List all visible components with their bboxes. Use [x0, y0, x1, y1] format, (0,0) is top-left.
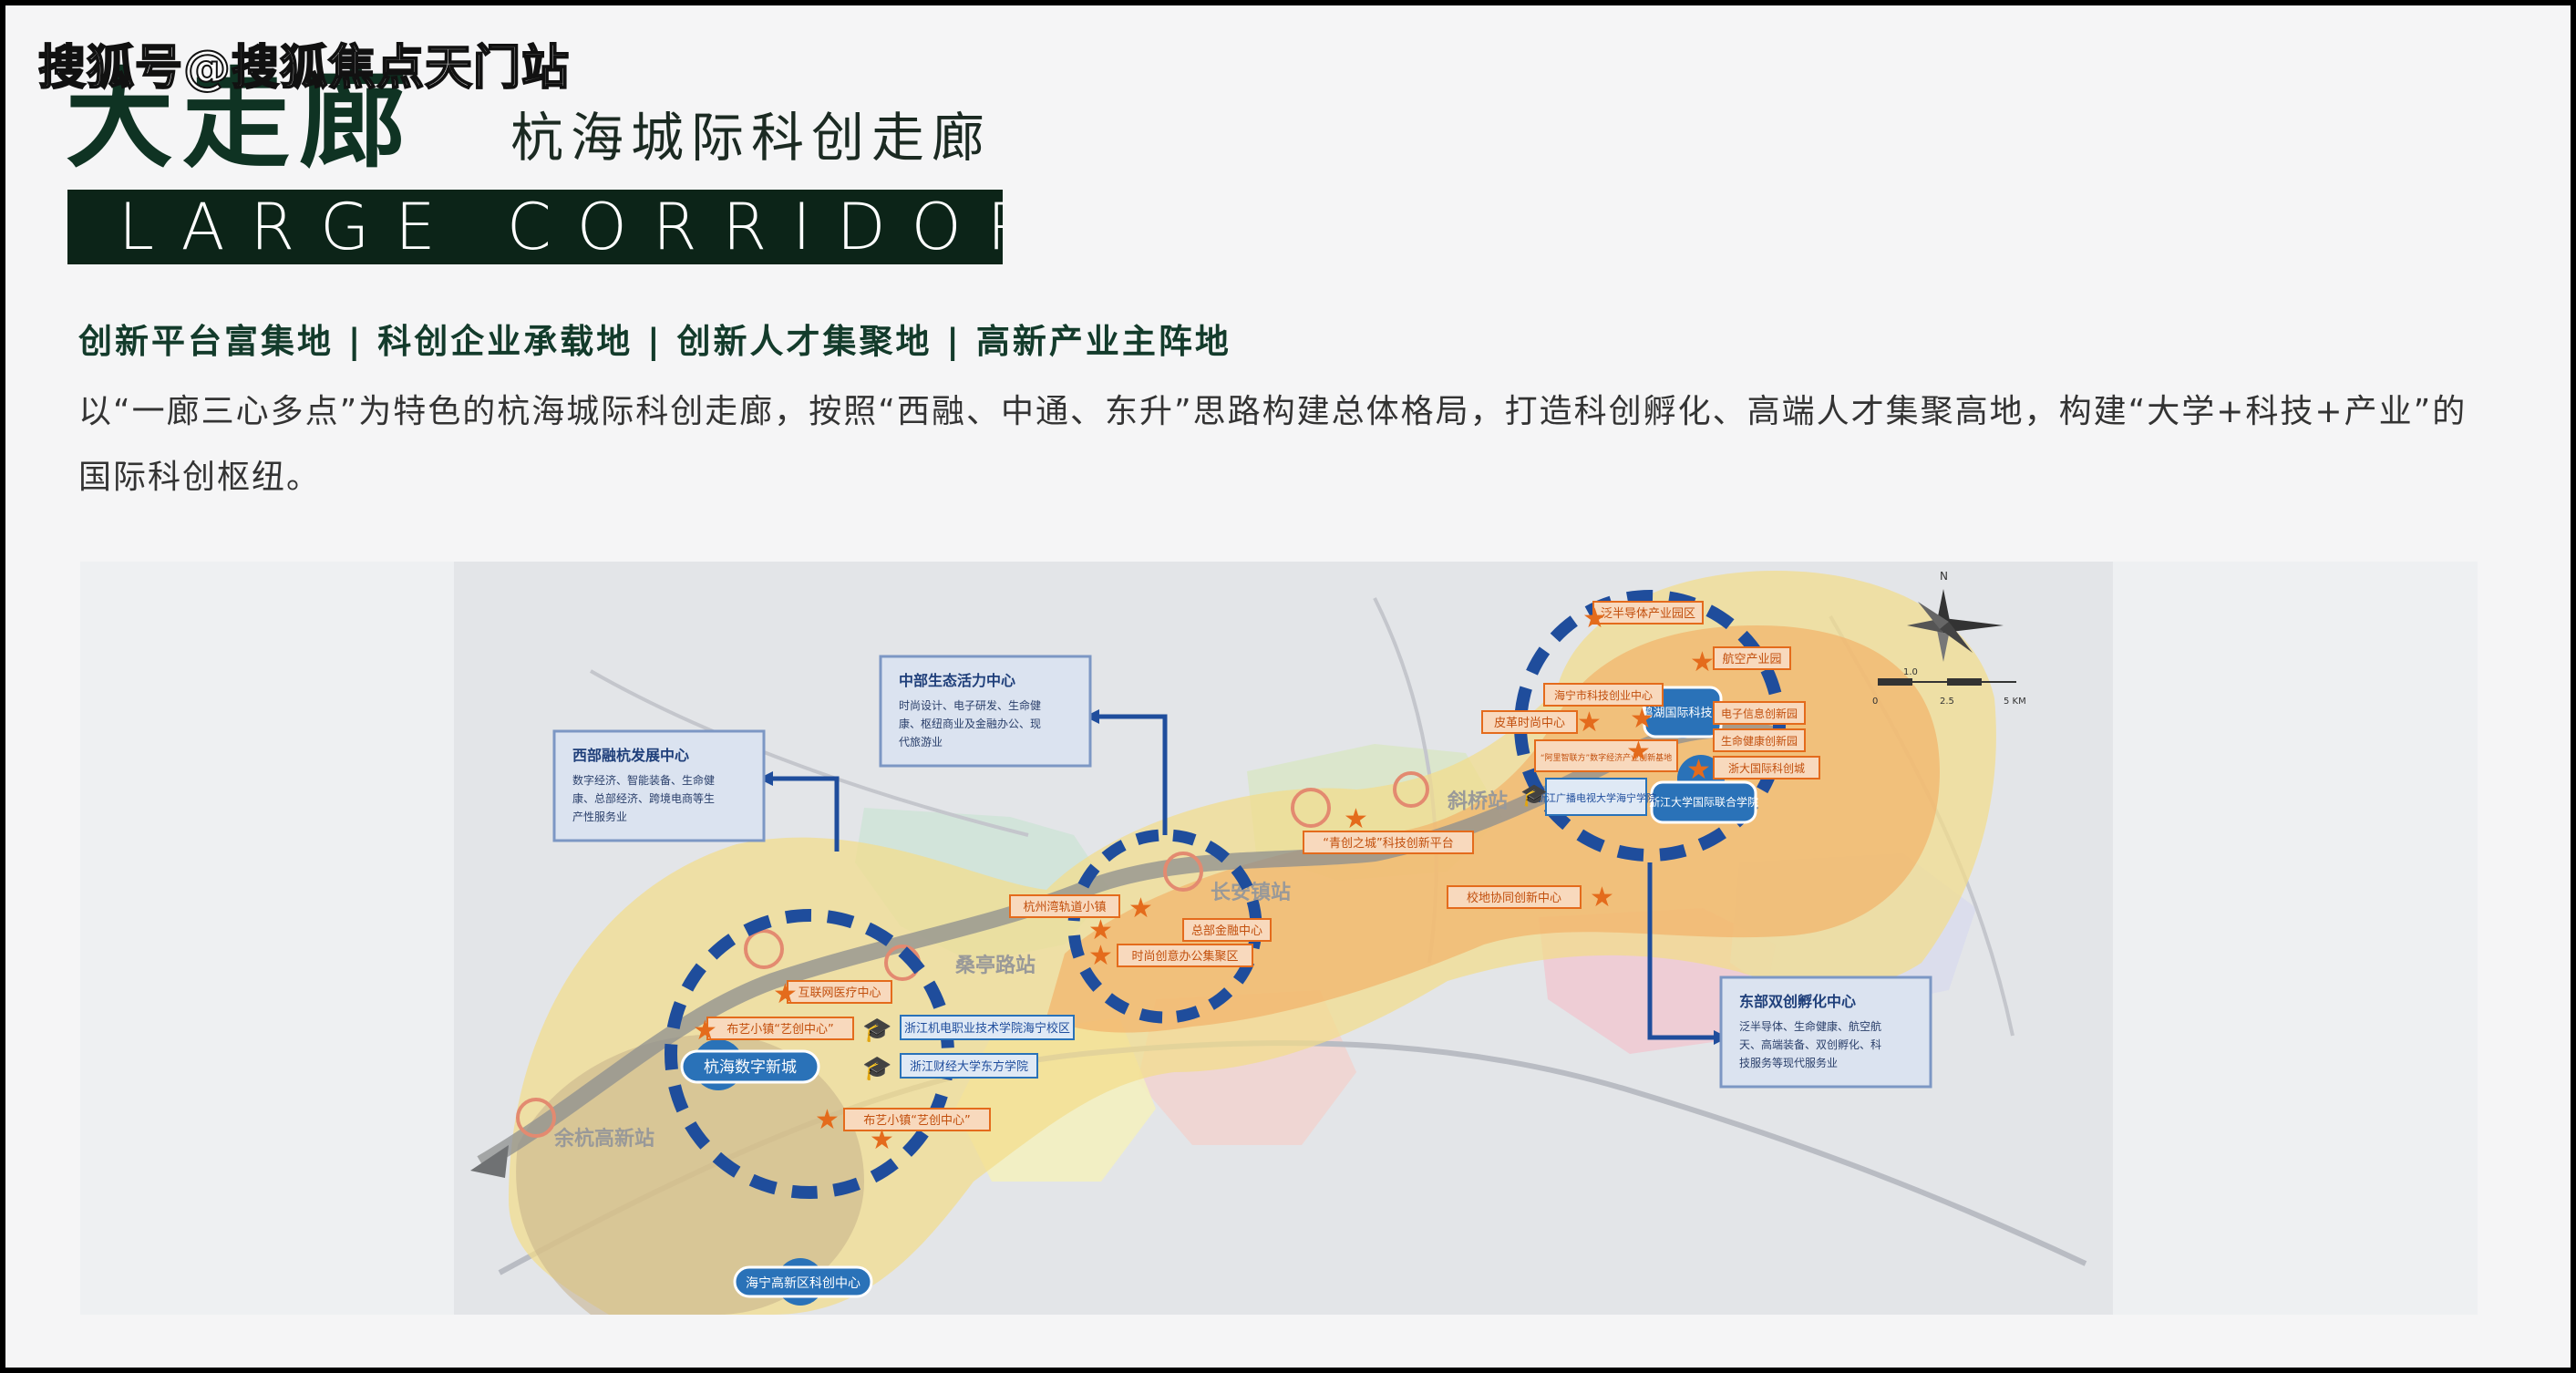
blue-label: 海宁高新区科创中心	[746, 1275, 860, 1291]
star-icon: ★	[1690, 646, 1715, 678]
orange-label: 布艺小镇“艺创中心”	[726, 1023, 833, 1037]
star-icon: ★	[1582, 603, 1607, 635]
center-desc-line: 天、高端装备、双创孵化、科	[1739, 1037, 1881, 1051]
corridor-map: 余杭高新站 桑亭路站 斜桥站 长安镇站 杭海数字新城 海宁高新区科创中心 鹃湖国…	[80, 562, 2478, 1315]
compass-north: N	[1940, 570, 1948, 583]
center-desc-line: 泛半导体、生命健康、航空航	[1739, 1019, 1881, 1033]
graduation-cap-icon: 🎓	[1520, 782, 1548, 808]
center-desc-line: 代旅游业	[899, 736, 943, 748]
blue-label: 杭海数字新城	[704, 1058, 797, 1077]
graduation-cap-icon: 🎓	[862, 1017, 891, 1044]
station-label: 斜桥站	[1447, 790, 1508, 813]
description: 以“一廊三心多点”为特色的杭海城际科创走廊，按照“西融、中通、东升”思路构建总体…	[78, 393, 2468, 496]
center-box-east: 东部双创孵化中心 泛半导体、生命健康、航空航 天、高端装备、双创孵化、科 技服务…	[1719, 976, 1932, 1089]
orange-label: 航空产业园	[1722, 652, 1781, 666]
blue-label-group: 杭海数字新城 海宁高新区科创中心 鹃湖国际科技城 浙江大学国际联合学院 浙江广播…	[680, 686, 1758, 1306]
scale-label: 0	[1872, 697, 1878, 707]
station-marker	[1393, 771, 1429, 808]
star-icon: ★	[1686, 754, 1711, 786]
graduation-cap-icon: 🎓	[862, 1055, 891, 1082]
orange-label: 总部金融中心	[1191, 924, 1262, 938]
orange-label: 生命健康创新园	[1721, 734, 1798, 748]
star-icon: ★	[1590, 882, 1614, 914]
scale-label: 5 KM	[2004, 697, 2026, 707]
orange-label: 皮革时尚中心	[1494, 717, 1565, 730]
star-icon: ★	[1577, 707, 1602, 738]
orange-label: 布艺小镇“艺创中心”	[863, 1114, 970, 1128]
star-icon: ★	[1088, 940, 1113, 972]
center-desc-line: 康、枢纽商业及金融办公、现	[899, 717, 1041, 730]
station-label: 桑亭路站	[955, 954, 1036, 977]
star-icon: ★	[1626, 736, 1651, 768]
arrow-head	[758, 771, 773, 786]
center-title: 西部融杭发展中心	[572, 747, 689, 764]
station-label: 余杭高新站	[553, 1127, 654, 1151]
center-box-central: 中部生态活力中心 时尚设计、电子研发、生命健 康、枢纽商业及金融办公、现 代旅游…	[879, 655, 1092, 768]
page: 搜狐号@搜狐焦点天门站 大走廊 杭海城际科创走廊 LARGE CORRIDOR …	[5, 5, 2571, 1368]
map-canvas: 余杭高新站 桑亭路站 斜桥站 长安镇站 杭海数字新城 海宁高新区科创中心 鹃湖国…	[80, 562, 2478, 1315]
orange-label-group: 互联网医疗中心 布艺小镇“艺创中心” 布艺小镇“艺创中心” 杭州湾轨道小镇 总部…	[706, 601, 1820, 1131]
orange-label: “阿里智联方”数字经济产业创新基地	[1540, 752, 1672, 763]
center-box-west: 西部融杭发展中心 数字经济、智能装备、生命健 康、总部经济、跨境电商等生 产性服…	[552, 729, 766, 842]
orange-label: “青创之城”科技创新平台	[1323, 836, 1453, 851]
star-icon: ★	[1088, 914, 1113, 946]
station-marker	[516, 1098, 556, 1138]
blue-label: 浙江广播电视大学海宁学院	[1536, 791, 1656, 804]
watermark: 搜狐号@搜狐焦点天门站	[37, 40, 571, 97]
compass-icon: N	[1907, 570, 2004, 662]
station-marker	[1291, 788, 1331, 828]
center-desc-line: 数字经济、智能装备、生命健	[572, 773, 715, 787]
star-icon: ★	[870, 1124, 894, 1156]
scale-label: 2.5	[1940, 697, 1954, 707]
center-title: 中部生态活力中心	[899, 672, 1015, 689]
page-subtitle: 杭海城际科创走廊	[510, 107, 993, 169]
english-title-bar: LARGE CORRIDOR	[67, 190, 1003, 264]
page-title: 大走廊	[66, 56, 417, 182]
arrow-head	[1085, 709, 1099, 724]
east-core-ring	[1514, 590, 1786, 862]
blue-label: 鹃湖国际科技城	[1641, 706, 1724, 720]
station-marker	[1163, 852, 1203, 892]
blue-label: 浙江财经大学东方学院	[910, 1059, 1028, 1074]
star-icon: ★	[1128, 893, 1153, 924]
star-icon: ★	[1630, 703, 1654, 735]
center-desc-line: 康、总部经济、跨境电商等生	[572, 791, 715, 805]
orange-label: 泛半导体产业园区	[1601, 607, 1695, 621]
orange-label: 海宁市科技创业中心	[1554, 688, 1653, 702]
star-icon: ★	[773, 978, 798, 1010]
star-marker-group: ★ ★ ★ ★ ★ ★ ★ ★ ★ ★ ★ ★ ★ ★ ★	[693, 603, 1715, 1156]
orange-label: 电子信息创新园	[1721, 707, 1798, 720]
center-desc-line: 产性服务业	[572, 810, 627, 823]
station-marker	[744, 929, 784, 969]
star-icon: ★	[693, 1015, 717, 1047]
star-icon: ★	[815, 1104, 840, 1136]
center-desc-line: 技服务等现代服务业	[1739, 1056, 1838, 1069]
blue-label: 浙江机电职业技术学院海宁校区	[904, 1021, 1070, 1036]
metro-arrow	[470, 1145, 509, 1178]
star-icon: ★	[1344, 803, 1368, 835]
orange-label: 互联网医疗中心	[798, 986, 881, 1000]
orange-label: 时尚创意办公集聚区	[1131, 949, 1238, 964]
orange-label: 杭州湾轨道小镇	[1023, 900, 1106, 914]
orange-label: 浙大国际科创城	[1728, 762, 1805, 775]
orange-label: 校地协同创新中心	[1467, 891, 1561, 905]
center-title: 东部双创孵化中心	[1739, 993, 1856, 1010]
scale-bar: 0 1.0 2.5 5 KM	[1872, 667, 2026, 707]
connector-lines	[766, 714, 1721, 1040]
scale-label: 1.0	[1903, 667, 1918, 677]
tagline: 创新平台富集地 | 科创企业承载地 | 创新人才集聚地 | 高新产业主阵地	[78, 322, 1231, 361]
center-desc-line: 时尚设计、电子研发、生命健	[899, 698, 1041, 712]
blue-label: 浙江大学国际联合学院	[1649, 795, 1758, 809]
